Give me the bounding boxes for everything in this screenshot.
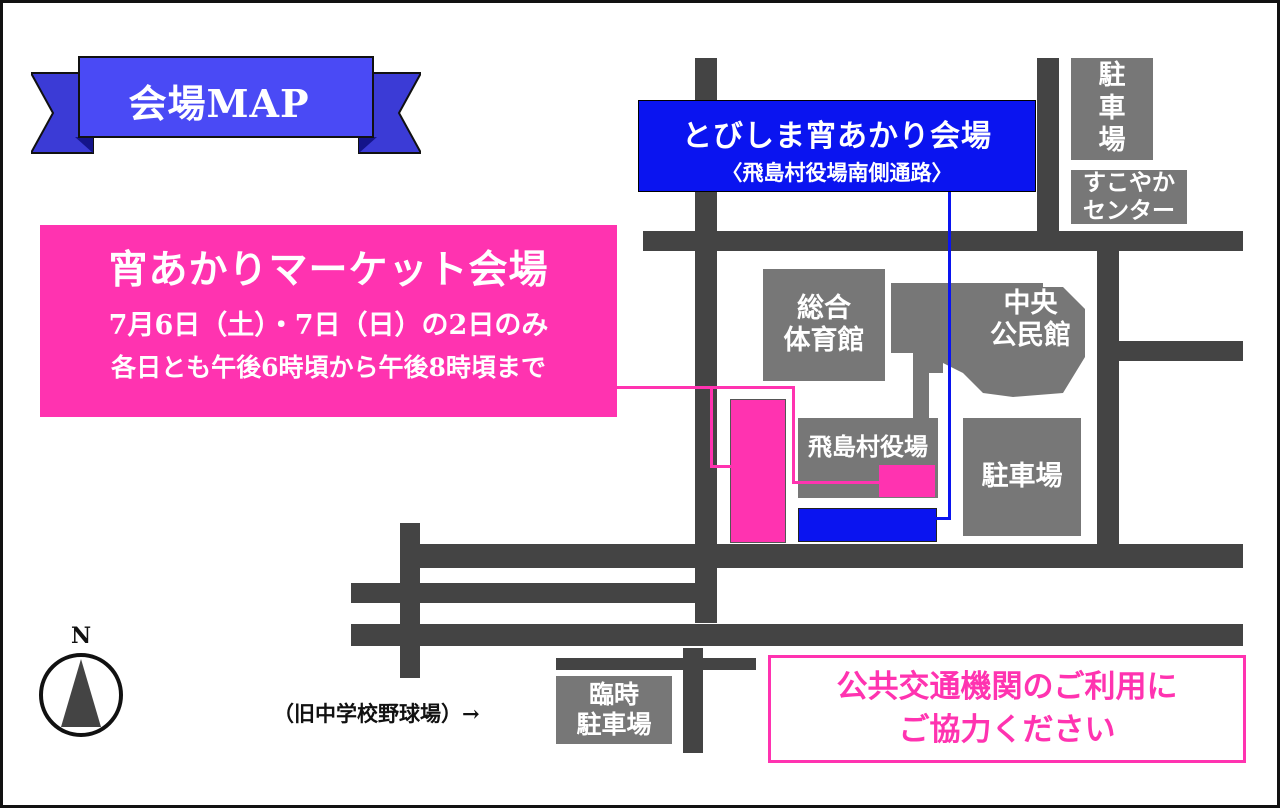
tobishima-village-office: 飛島村役場 bbox=[798, 418, 938, 498]
road-horizontal-bottom bbox=[556, 658, 756, 670]
road-horizontal-main bbox=[403, 544, 1243, 568]
office-pink-area bbox=[879, 465, 935, 497]
map-title: 会場MAP bbox=[128, 80, 310, 126]
road-vertical-right bbox=[1097, 231, 1119, 551]
pink-leader-h2 bbox=[710, 465, 732, 468]
market-hours: 各日とも午後6時頃から午後8時頃まで bbox=[111, 353, 546, 382]
blue-leader-foot bbox=[935, 517, 951, 520]
parking-middle: 駐車場 bbox=[963, 418, 1081, 536]
tobishima-venue-name: とびしま宵あかり会場 bbox=[682, 119, 992, 154]
market-dates: 7月6日（土）・7日（日）の2日のみ bbox=[108, 310, 549, 341]
pink-leader-h3 bbox=[792, 481, 880, 484]
parking-top: 駐 車 場 bbox=[1071, 58, 1153, 160]
community-hall-shape bbox=[891, 283, 1085, 423]
road-vertical-lower-left bbox=[400, 523, 420, 678]
general-gymnasium: 総合 体育館 bbox=[763, 269, 885, 381]
pink-leader-v2 bbox=[792, 386, 795, 484]
road-horizontal-lower bbox=[351, 624, 1243, 646]
central-community-hall: 中央 公民館 bbox=[990, 287, 1071, 351]
market-venue-label: 宵あかりマーケット会場 7月6日（土）・7日（日）の2日のみ 各日とも午後6時頃… bbox=[40, 225, 617, 417]
pink-leader-v1 bbox=[710, 386, 713, 468]
sukoyaka-center: すこやか センター bbox=[1071, 169, 1187, 224]
old-school-baseball-label: （旧中学校野球場）→ bbox=[273, 701, 480, 726]
compass-label: N bbox=[71, 623, 91, 649]
road-horizontal-upper bbox=[643, 231, 1243, 251]
market-area bbox=[730, 399, 786, 543]
road-horizontal-right-stub bbox=[1117, 341, 1243, 361]
road-vertical-left bbox=[695, 58, 717, 623]
blue-leader-line bbox=[948, 190, 951, 520]
north-arrow-icon: N bbox=[39, 623, 123, 737]
tobishima-venue-label: とびしま宵あかり会場 〈飛島村役場南側通路〉 bbox=[638, 100, 1036, 192]
road-vertical-bottom bbox=[683, 648, 703, 753]
temporary-parking: 臨時 駐車場 bbox=[556, 676, 672, 744]
public-transport-notice: 公共交通機関のご利用に ご協力ください bbox=[768, 655, 1246, 763]
tobishima-venue-sub: 〈飛島村役場南側通路〉 bbox=[721, 160, 953, 185]
title-ribbon bbox=[31, 56, 421, 154]
road-vertical-top-right bbox=[1037, 58, 1059, 233]
tobishima-walkway-area bbox=[798, 508, 937, 542]
pink-leader-h1 bbox=[617, 386, 795, 389]
road-horizontal-secondary bbox=[351, 583, 716, 603]
market-venue-name: 宵あかりマーケット会場 bbox=[108, 247, 549, 293]
